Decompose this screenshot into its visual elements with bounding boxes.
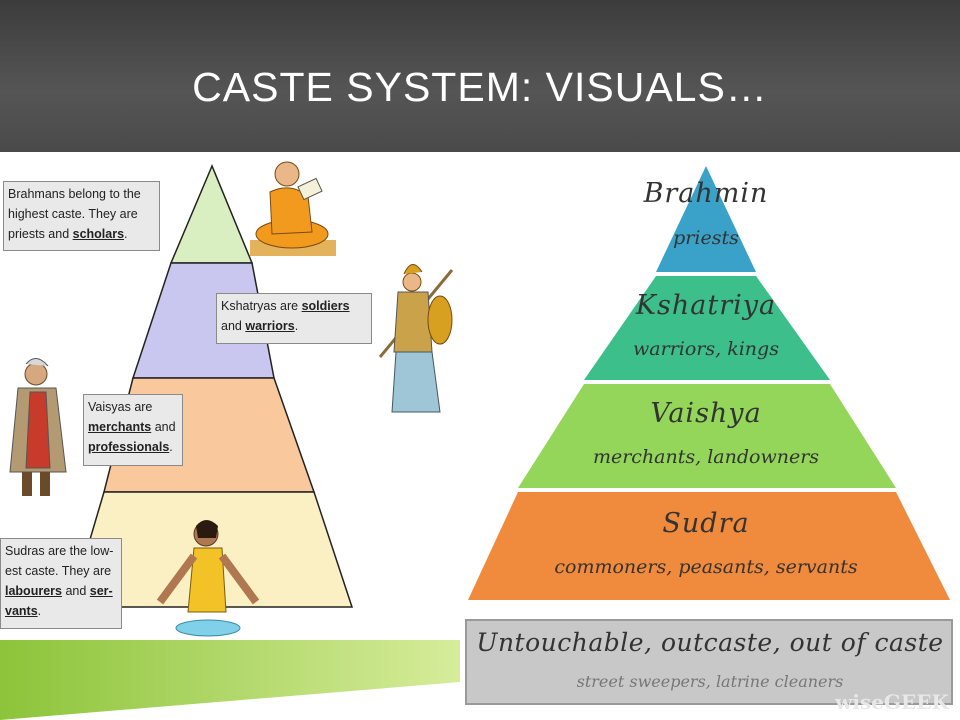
untouchable-name: Untouchable, outcaste, out of caste [476,628,944,657]
label-vaisya: Vaisyas are merchants and professionals. [83,394,183,466]
kshatrya-figure [378,264,454,413]
tier-vaishya-sub: merchants, landowners [592,446,820,468]
tier-kshatriya-shape [584,276,830,380]
tier-vaishya-shape [518,384,896,488]
label-brahman: Brahmans belong to the highest caste. Th… [3,181,160,251]
brahman-figure [250,161,336,256]
tier-vaishya-name: Vaishya [650,398,762,429]
wisegeek-watermark: wiseGEEK [835,690,949,714]
tier-sudra-sub: commoners, peasants, servants [554,556,858,578]
slide-header: CASTE SYSTEM: VISUALS… [0,0,960,152]
tier-brahman [169,164,254,264]
tier-brahmin-shape [656,166,756,272]
untouchable-sub: street sweepers, latrine cleaners [576,672,844,691]
untouchable-band [466,620,952,704]
right-pyramid-panel: Brahmin priests Kshatriya warriors, king… [460,152,960,720]
tier-kshatriya-name: Kshatriya [635,290,777,321]
label-kshatrya: Kshatryas are soldiers and warriors. [216,293,372,344]
decorative-green-bar [0,640,460,720]
label-sudra: Sudras are the low-est caste. They are l… [0,538,122,629]
sudra-figure [156,520,260,637]
tier-brahmin-sub: priests [673,227,739,249]
tier-brahmin-name: Brahmin [643,178,769,209]
tier-sudra-name: Sudra [662,508,750,539]
tier-sudra-shape [468,492,950,600]
left-pyramid-panel: Brahmans belong to the highest caste. Th… [0,152,460,640]
right-pyramid [465,166,953,705]
slide-title: CASTE SYSTEM: VISUALS… [192,64,768,110]
tier-kshatriya-sub: warriors, kings [633,338,779,360]
vaisya-figure [9,358,67,496]
